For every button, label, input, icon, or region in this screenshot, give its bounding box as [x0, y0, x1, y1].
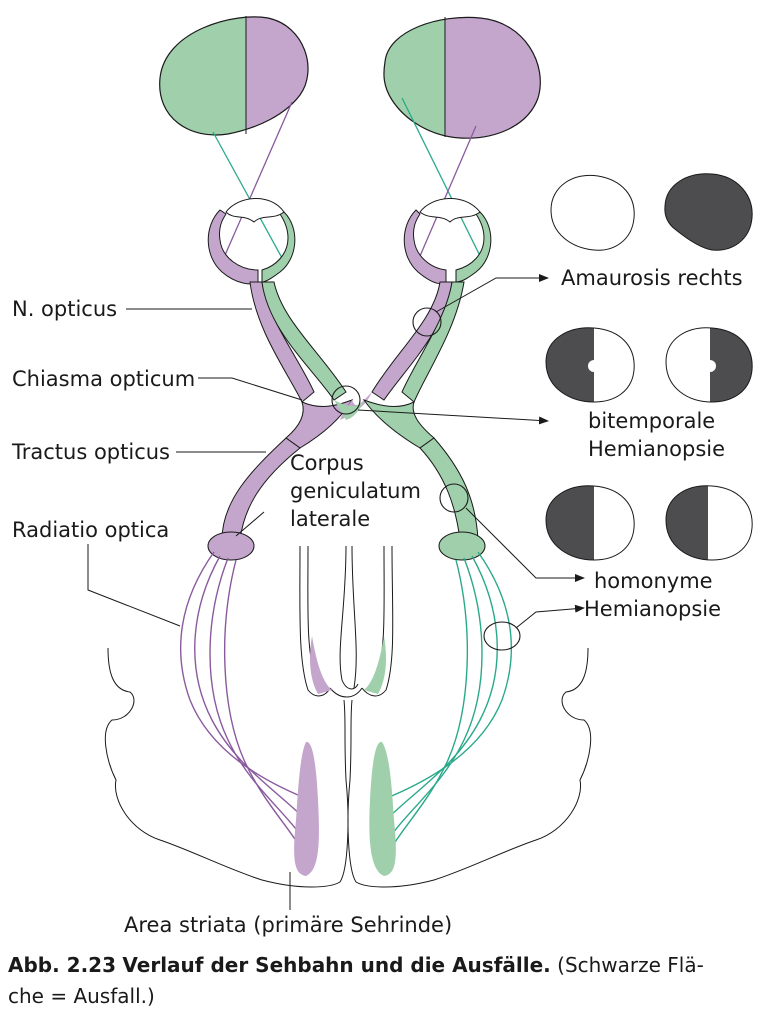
left-area-striata — [294, 741, 319, 876]
label-radiatio-optica: Radiatio optica — [12, 518, 169, 542]
right-visual-field — [383, 16, 541, 139]
left-optic-tract — [221, 437, 301, 541]
left-optic-radiation — [180, 551, 311, 851]
label-corpus-line1: Corpus — [290, 451, 364, 475]
label-tractus-opticus: Tractus opticus — [11, 440, 170, 464]
brain-outline — [104, 545, 592, 888]
chiasma — [285, 392, 435, 449]
right-optic-nerve — [371, 281, 465, 403]
caption-number: Abb. 2.23 — [8, 953, 117, 977]
right-eye — [403, 198, 492, 285]
deficit-amaurosis-right-eye — [664, 173, 753, 251]
deficit-amaurosis-left-eye — [550, 174, 635, 251]
left-midline-wedge — [310, 636, 332, 694]
label-corpus-line2: geniculatum — [290, 479, 421, 503]
left-eye — [207, 198, 296, 285]
label-homonymous-line2: Hemianopsie — [584, 597, 721, 621]
deficit-bitemporal-right-eye — [665, 327, 753, 403]
left-visual-field — [159, 16, 309, 136]
label-chiasma-opticum: Chiasma opticum — [12, 367, 195, 391]
lesion-markers — [331, 307, 521, 651]
left-lgn — [207, 531, 255, 561]
caption-note-line2: che = Ausfall.) — [8, 984, 155, 1008]
figure-caption: Abb. 2.23 Verlauf der Sehbahn und die Au… — [8, 950, 748, 1012]
label-corpus-line3: laterale — [290, 507, 370, 531]
lesion-optic-tract — [439, 483, 469, 513]
lesion-optic-nerve — [412, 307, 442, 337]
deficit-homonymous — [545, 485, 753, 561]
deficit-homonymous-left-eye — [545, 485, 635, 561]
right-area-striata — [369, 741, 396, 876]
deficit-bitemporal-left-eye — [545, 327, 635, 403]
projection-lines — [212, 97, 485, 265]
label-homonymous-line1: homonyme — [594, 569, 713, 593]
label-amaurosis: Amaurosis rechts — [561, 266, 743, 290]
label-n-opticus: N. opticus — [12, 297, 117, 321]
right-midline-wedge — [364, 636, 386, 694]
left-optic-nerve — [249, 281, 347, 403]
label-leaders — [87, 308, 303, 910]
caption-note-line1: (Schwarze Flä- — [557, 953, 704, 977]
visual-pathway-diagram: N. opticus Chiasma opticum Tractus optic… — [11, 16, 753, 937]
lesion-radiation — [483, 621, 521, 651]
deficit-arrows — [357, 274, 585, 629]
deficit-amaurosis — [550, 173, 753, 251]
caption-title: Verlauf der Sehbahn und die Ausfälle. — [122, 953, 551, 977]
deficit-homonymous-right-eye — [665, 485, 753, 561]
deficit-bitemporal — [545, 327, 753, 403]
label-bitemporal-line1: bitemporale — [588, 409, 715, 433]
label-bitemporal-line2: Hemianopsie — [588, 437, 725, 461]
right-optic-tract — [419, 437, 479, 541]
lesion-chiasma — [331, 385, 361, 415]
right-lgn — [438, 531, 486, 561]
label-area-striata: Area striata (primäre Sehrinde) — [124, 913, 452, 937]
right-optic-radiation — [381, 551, 512, 851]
